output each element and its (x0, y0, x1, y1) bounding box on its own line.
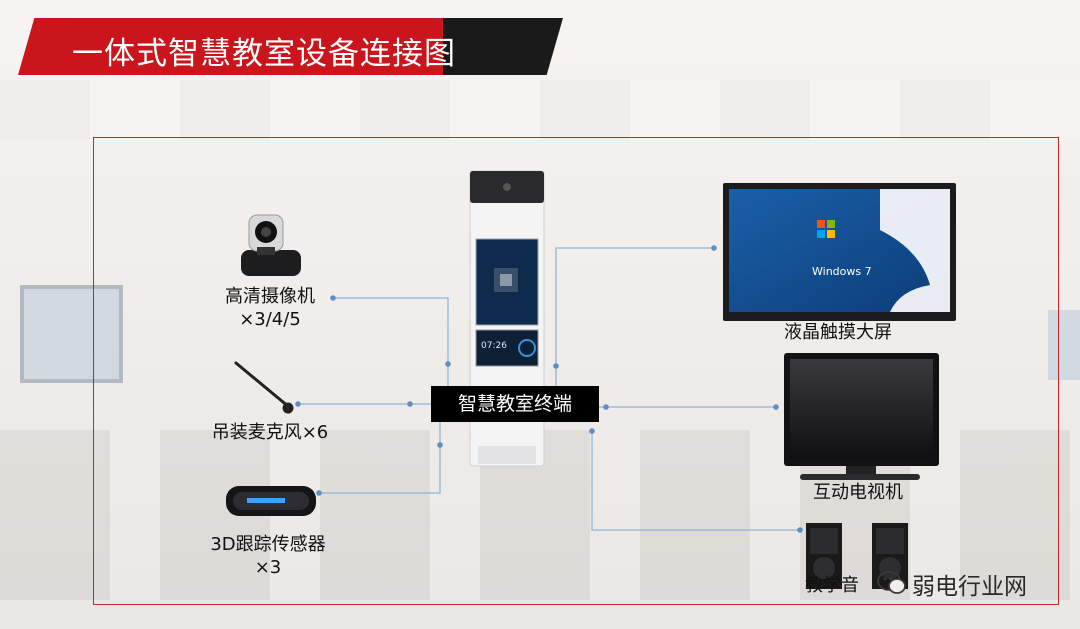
connector-speaker (591, 430, 800, 531)
background-ceiling (0, 80, 1080, 140)
page-title: 一体式智慧教室设备连接图 (72, 36, 456, 72)
speaker-label: 教学音 (805, 575, 859, 596)
sensor-label: 3D跟踪传感器 ×3 (193, 533, 343, 579)
lcd-label: 液晶触摸大屏 (784, 322, 892, 343)
sensor-icon (226, 486, 316, 516)
connector-lcd (555, 247, 714, 386)
sensor-label-count: ×3 (254, 557, 282, 578)
camera-label-name: 高清摄像机 (225, 286, 315, 307)
connector-dots (295, 245, 803, 533)
camera-icon (241, 214, 301, 276)
hub-label: 智慧教室终端 (431, 386, 599, 422)
tv-icon (784, 353, 939, 480)
connectors (298, 247, 800, 531)
microphone-label: 吊装麦克风×6 (211, 422, 329, 443)
wechat-icon (877, 571, 906, 594)
title-banner (18, 18, 563, 75)
watermark-text: 弱电行业网 (912, 574, 1027, 600)
tv-label: 互动电视机 (813, 482, 903, 503)
sensor-label-name: 3D跟踪传感器 (210, 534, 326, 555)
connector-camera (333, 297, 449, 386)
background-wall-screen-right (1048, 310, 1080, 380)
background-wall-screen-left (20, 285, 123, 383)
terminal-clock-readout: 07:26 (481, 341, 507, 351)
diagram-frame (93, 137, 1059, 605)
lcd-screen-os-text: Windows 7 (812, 265, 872, 278)
microphone-icon (234, 361, 294, 414)
camera-label-count: ×3/4/5 (239, 309, 301, 330)
lcd-screen-icon (723, 183, 956, 321)
camera-label: 高清摄像机 ×3/4/5 (205, 285, 335, 331)
